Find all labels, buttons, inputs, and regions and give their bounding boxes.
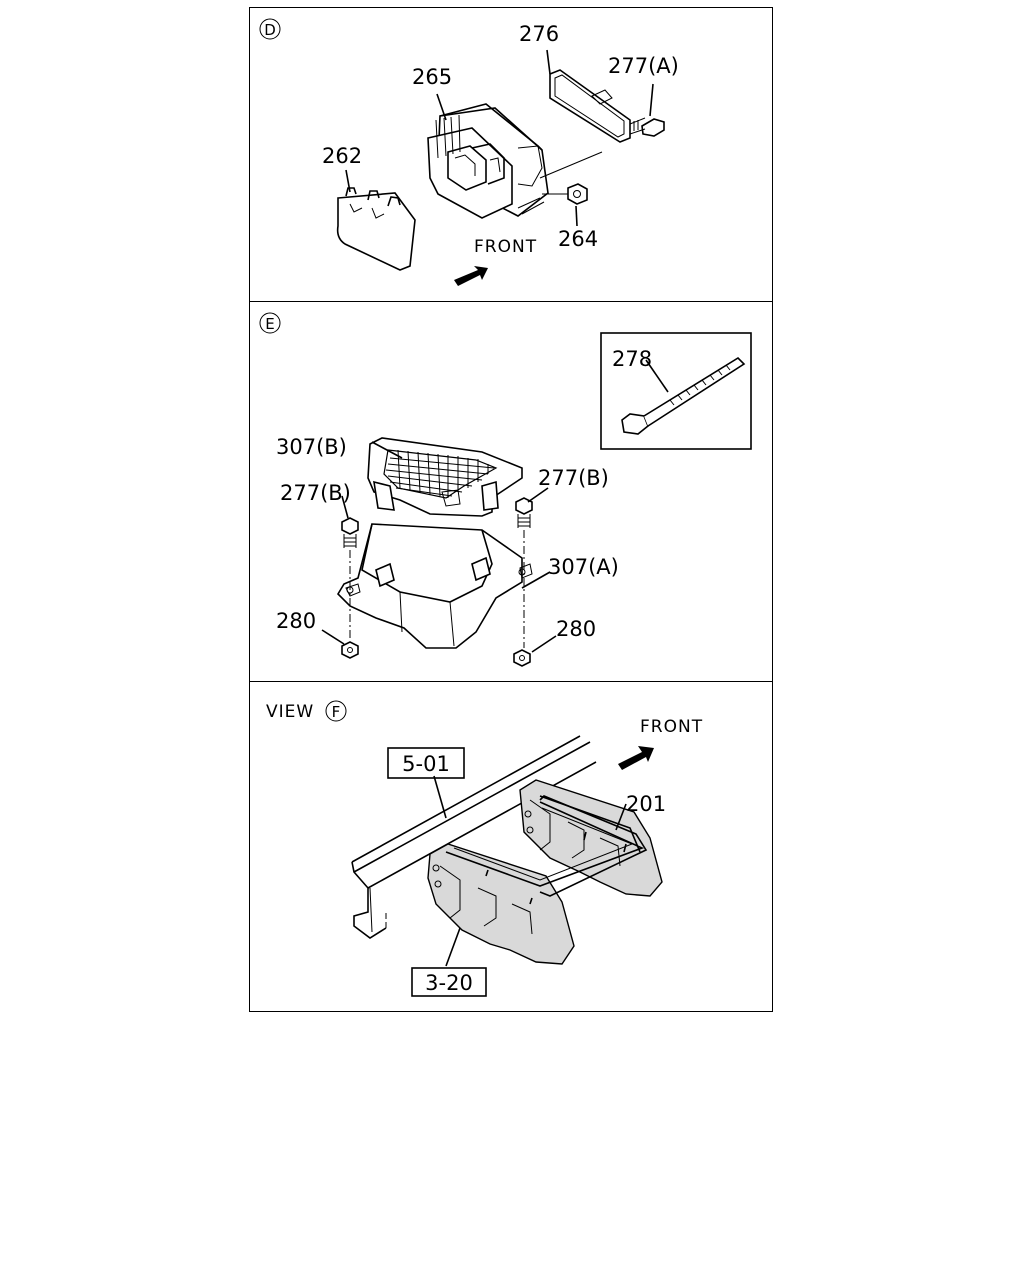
marker-e-letter: E <box>265 315 274 333</box>
label-280-right: 280 <box>556 617 596 641</box>
part-201-holder <box>445 795 648 905</box>
label-277b-right: 277(B) <box>538 466 609 490</box>
part-276-gasket <box>549 69 631 143</box>
label-front-f: FRONT <box>640 717 703 737</box>
view-prefix: VIEW <box>266 702 314 722</box>
part-277a-bolt <box>629 117 665 137</box>
part-262-cover <box>336 187 416 271</box>
diagram-frame: D <box>249 7 773 1012</box>
part-280-nut-left <box>341 641 359 659</box>
part-277b-bolt-left <box>341 517 359 638</box>
part-265-housing <box>427 103 549 219</box>
panel-e: E 278 <box>250 302 772 682</box>
label-276: 276 <box>519 22 559 46</box>
marker-d-letter: D <box>264 21 276 39</box>
part-264-nut <box>567 183 588 205</box>
part-307a-box <box>336 523 533 649</box>
marker-e: E <box>259 312 281 334</box>
label-ref-501: 5-01 <box>402 752 450 776</box>
label-277b-left: 277(B) <box>280 481 351 505</box>
inset-278: 278 <box>600 332 752 450</box>
panel-f-drawing: VIEW F FRONT <box>266 700 703 997</box>
label-277a: 277(A) <box>608 54 679 78</box>
label-264: 264 <box>558 227 598 251</box>
bracket-front <box>427 843 575 965</box>
panel-e-drawing: E 278 <box>259 312 752 667</box>
label-201: 201 <box>626 792 666 816</box>
panel-d: D <box>250 8 772 302</box>
front-arrow-f <box>618 746 654 770</box>
label-280-left: 280 <box>276 609 316 633</box>
label-307a: 307(A) <box>548 555 619 579</box>
marker-f-letter: F <box>332 703 341 721</box>
label-278: 278 <box>612 347 652 371</box>
view-f-heading: VIEW F <box>266 700 347 722</box>
label-ref-320: 3-20 <box>425 971 473 995</box>
front-arrow-d <box>454 266 488 286</box>
marker-d: D <box>259 18 281 40</box>
label-307b: 307(B) <box>276 435 347 459</box>
ref-box-320: 3-20 <box>411 967 487 997</box>
panel-f: VIEW F FRONT <box>250 682 772 1010</box>
label-front-d: FRONT <box>474 237 537 257</box>
frame-rail <box>351 735 597 939</box>
label-265: 265 <box>412 65 452 89</box>
part-307b-lid <box>367 437 523 517</box>
part-280-nut-right <box>513 649 531 667</box>
ref-box-501: 5-01 <box>387 747 465 779</box>
label-262: 262 <box>322 144 362 168</box>
panel-d-drawing: D <box>259 18 679 286</box>
